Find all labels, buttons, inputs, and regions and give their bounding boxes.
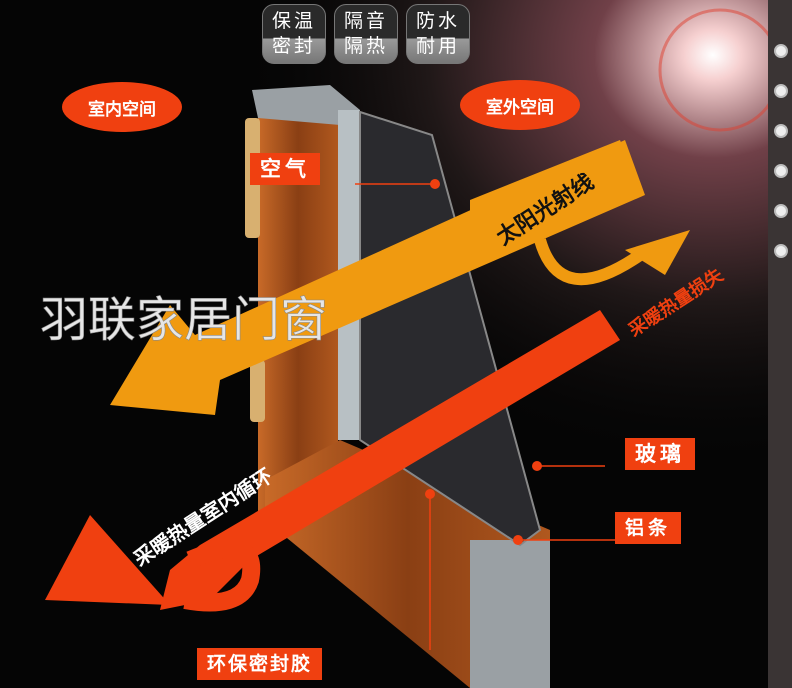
nav-dot[interactable]	[774, 244, 788, 258]
heat-circulation-arrowhead	[45, 515, 170, 605]
indoor-label: 室内空间	[62, 82, 182, 132]
aluminum-strip-callout: 铝条	[615, 512, 682, 544]
badge-line: 密封	[271, 35, 316, 57]
glass-callout: 玻璃	[625, 438, 695, 470]
heat-circulation-arrow	[160, 310, 620, 610]
heat-loss-arrowhead	[625, 230, 690, 275]
badge-line: 隔热	[343, 35, 388, 57]
nav-dot[interactable]	[774, 204, 788, 218]
air-callout: 空气	[250, 153, 320, 185]
outdoor-label: 室外空间	[460, 80, 580, 130]
nav-dot[interactable]	[774, 84, 788, 98]
nav-dot[interactable]	[774, 124, 788, 138]
hinge-bottom	[250, 360, 265, 422]
nav-dot[interactable]	[774, 164, 788, 178]
sealant-marker	[425, 489, 435, 499]
badge-line: 隔音	[343, 10, 388, 32]
badge-line: 防水	[415, 10, 460, 32]
badge-waterproof: 防水耐用	[406, 4, 470, 64]
heat-circulation-curve	[183, 539, 261, 612]
sealant-callout: 环保密封胶	[197, 648, 323, 680]
nav-dot[interactable]	[774, 44, 788, 58]
badge-line: 保温	[271, 10, 316, 32]
badge-insulation-seal: 保温密封	[262, 4, 326, 64]
side-strip	[768, 0, 792, 688]
badge-line: 耐用	[415, 35, 460, 57]
glass-marker	[532, 461, 542, 471]
aluminum-profile-top	[252, 85, 360, 125]
heat-loss-curve	[534, 238, 644, 286]
strip-marker	[513, 535, 523, 545]
badge-soundproof: 隔音隔热	[334, 4, 398, 64]
aluminum-profile-bottom	[470, 540, 550, 688]
watermark: 羽联家居门窗	[40, 292, 329, 349]
air-marker	[430, 179, 440, 189]
sunlight-arrow-band	[470, 140, 640, 255]
